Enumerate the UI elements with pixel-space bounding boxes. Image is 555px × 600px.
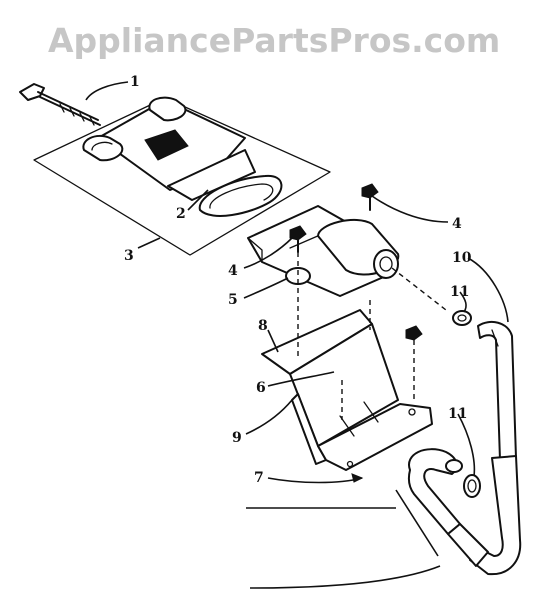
alignment-line-5 <box>391 267 447 311</box>
leader-11b <box>457 413 476 477</box>
callout-4-lower: 4 <box>228 263 238 279</box>
leader-4a <box>371 195 449 223</box>
leader-6 <box>267 371 335 387</box>
leader-10 <box>467 257 509 323</box>
part-11-clamp-lower <box>463 474 481 498</box>
leader-bottom-3 <box>249 565 441 589</box>
callout-9: 9 <box>232 430 242 446</box>
callout-8: 8 <box>258 318 268 334</box>
callout-4-upper: 4 <box>452 216 462 232</box>
leader-7-arrow <box>351 473 364 483</box>
leader-bottom-2 <box>395 489 439 557</box>
part-8-bracket <box>261 309 433 471</box>
leader-2 <box>187 189 209 211</box>
part-1-handle <box>19 83 101 126</box>
leader-4b <box>243 237 293 269</box>
leader-11a <box>459 291 467 313</box>
callout-5: 5 <box>228 292 238 308</box>
callout-11-upper: 11 <box>450 284 469 300</box>
part-11-clamp-upper <box>452 310 472 326</box>
leader-9 <box>245 399 293 435</box>
screw-4-lower <box>289 225 307 253</box>
callout-7: 7 <box>254 470 264 486</box>
screw-4-upper <box>361 183 379 211</box>
leader-3 <box>137 237 161 249</box>
callout-2: 2 <box>176 206 186 222</box>
valve-head <box>247 205 400 297</box>
leader-1 <box>85 81 129 101</box>
watermark-text: AppliancePartsPros.com <box>48 21 500 60</box>
screw-plate-right <box>405 325 423 341</box>
leader-5 <box>243 277 289 299</box>
part-3-plate-outline <box>33 97 331 256</box>
callout-1: 1 <box>130 74 140 90</box>
part-10-tubing <box>407 320 522 576</box>
leader-7 <box>267 477 363 484</box>
leader-8 <box>267 329 279 353</box>
callout-6: 6 <box>256 380 266 396</box>
callout-11-lower: 11 <box>448 406 467 422</box>
callout-10: 10 <box>452 250 472 266</box>
part-2-cartridge <box>82 96 283 217</box>
callout-3: 3 <box>124 248 134 264</box>
